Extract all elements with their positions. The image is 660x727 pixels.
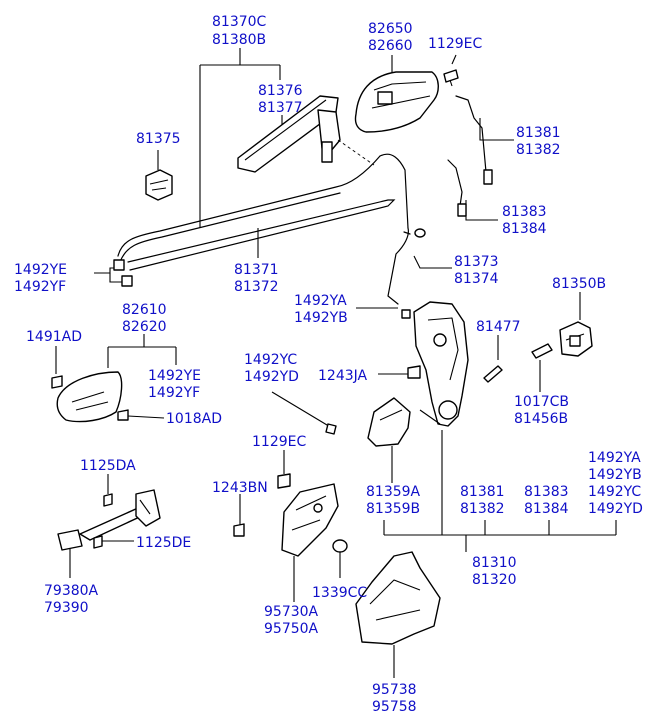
label-1492yc-r: 1492YC bbox=[588, 484, 641, 500]
label-1492ya-r: 1492YA bbox=[588, 450, 641, 466]
label-1492ya-mid: 1492YA bbox=[294, 293, 347, 309]
label-1492yb-r: 1492YB bbox=[588, 467, 642, 483]
label-79390: 79390 bbox=[44, 600, 89, 616]
label-82650: 82650 bbox=[368, 21, 413, 37]
label-1492yf-top: 1492YF bbox=[14, 279, 66, 295]
label-81371: 81371 bbox=[234, 262, 279, 278]
label-81381-bot: 81381 bbox=[460, 484, 505, 500]
label-1243ja: 1243JA bbox=[318, 368, 368, 384]
screw-1129ec-mid bbox=[277, 473, 291, 489]
label-81456b: 81456B bbox=[514, 411, 568, 427]
screw-1243ja bbox=[407, 365, 421, 379]
cover-95738 bbox=[355, 551, 441, 645]
label-1492yd-mid: 1492YD bbox=[244, 369, 299, 385]
label-81381-top: 81381 bbox=[516, 125, 561, 141]
screw-1492yc bbox=[325, 423, 337, 435]
label-95738: 95738 bbox=[372, 682, 417, 698]
label-81384-bot: 81384 bbox=[524, 501, 569, 517]
cap-1339cc bbox=[332, 539, 348, 553]
label-95750a: 95750A bbox=[264, 621, 319, 637]
screw-1125da bbox=[103, 493, 113, 507]
label-1125de: 1125DE bbox=[136, 535, 191, 551]
screw-1125de bbox=[93, 535, 103, 549]
leader-lines bbox=[55, 48, 617, 678]
rod-assembly-81371 bbox=[117, 153, 409, 271]
lever-bracket-81376 bbox=[237, 95, 341, 173]
bracket-95730a bbox=[281, 483, 339, 557]
label-81384-top: 81384 bbox=[502, 221, 547, 237]
label-81359a: 81359A bbox=[366, 484, 421, 500]
label-1492yf-mid: 1492YF bbox=[148, 385, 200, 401]
inside-handle-82650 bbox=[337, 71, 439, 166]
screw-1243bn bbox=[233, 523, 245, 537]
label-1492ye-top: 1492YE bbox=[14, 262, 67, 278]
label-1492ye-mid: 1492YE bbox=[148, 368, 201, 384]
label-81320: 81320 bbox=[472, 572, 517, 588]
bolt-81477 bbox=[483, 365, 503, 383]
label-81376: 81376 bbox=[258, 83, 303, 99]
door-checker-79380a bbox=[57, 489, 161, 551]
label-1129ec-mid: 1129EC bbox=[252, 434, 306, 450]
part-labels: 81370C 81380B 81376 81377 82650 82660 11… bbox=[14, 14, 643, 715]
label-82620: 82620 bbox=[122, 319, 167, 335]
label-1243bn: 1243BN bbox=[212, 480, 268, 496]
label-1491ad: 1491AD bbox=[26, 329, 82, 345]
inside-handle-82610 bbox=[56, 371, 123, 423]
label-1492yc-mid: 1492YC bbox=[244, 352, 297, 368]
label-1125da: 1125DA bbox=[80, 458, 136, 474]
label-95758: 95758 bbox=[372, 699, 417, 715]
clip-1492ye bbox=[113, 259, 133, 287]
label-81373: 81373 bbox=[454, 254, 499, 270]
label-81359b: 81359B bbox=[366, 501, 420, 517]
label-81380b: 81380B bbox=[212, 32, 266, 48]
clip-81375 bbox=[145, 169, 173, 201]
label-81372: 81372 bbox=[234, 279, 279, 295]
label-1018ad: 1018AD bbox=[166, 411, 222, 427]
label-1492yb-mid: 1492YB bbox=[294, 310, 348, 326]
striker-81350b bbox=[559, 321, 593, 357]
latch-assembly-81310 bbox=[401, 301, 469, 427]
label-1492yd-r: 1492YD bbox=[588, 501, 643, 517]
bracket-81359a bbox=[367, 397, 411, 447]
label-79380a: 79380A bbox=[44, 583, 99, 599]
label-81350b: 81350B bbox=[552, 276, 606, 292]
label-81382-bot: 81382 bbox=[460, 501, 505, 517]
label-81375: 81375 bbox=[136, 131, 181, 147]
label-82610: 82610 bbox=[122, 302, 167, 318]
label-81310: 81310 bbox=[472, 555, 517, 571]
label-1017cb: 1017CB bbox=[514, 394, 569, 410]
screw-1017cb bbox=[531, 343, 553, 359]
label-1129ec-top: 1129EC bbox=[428, 36, 482, 52]
label-81383-bot: 81383 bbox=[524, 484, 569, 500]
label-82660: 82660 bbox=[368, 38, 413, 54]
label-81477: 81477 bbox=[476, 319, 521, 335]
label-81374: 81374 bbox=[454, 271, 499, 287]
label-81370c: 81370C bbox=[212, 14, 267, 30]
label-81383-top: 81383 bbox=[502, 204, 547, 220]
rod-81381 bbox=[455, 95, 493, 185]
rod-81373 bbox=[387, 227, 426, 305]
label-81377: 81377 bbox=[258, 100, 303, 116]
screw-1129ec bbox=[443, 69, 459, 87]
label-81382-top: 81382 bbox=[516, 142, 561, 158]
label-1339cc: 1339CC bbox=[312, 585, 367, 601]
label-95730a: 95730A bbox=[264, 604, 319, 620]
rod-81383 bbox=[447, 159, 467, 217]
screw-1491ad bbox=[51, 375, 63, 389]
screw-1018ad bbox=[117, 409, 129, 421]
